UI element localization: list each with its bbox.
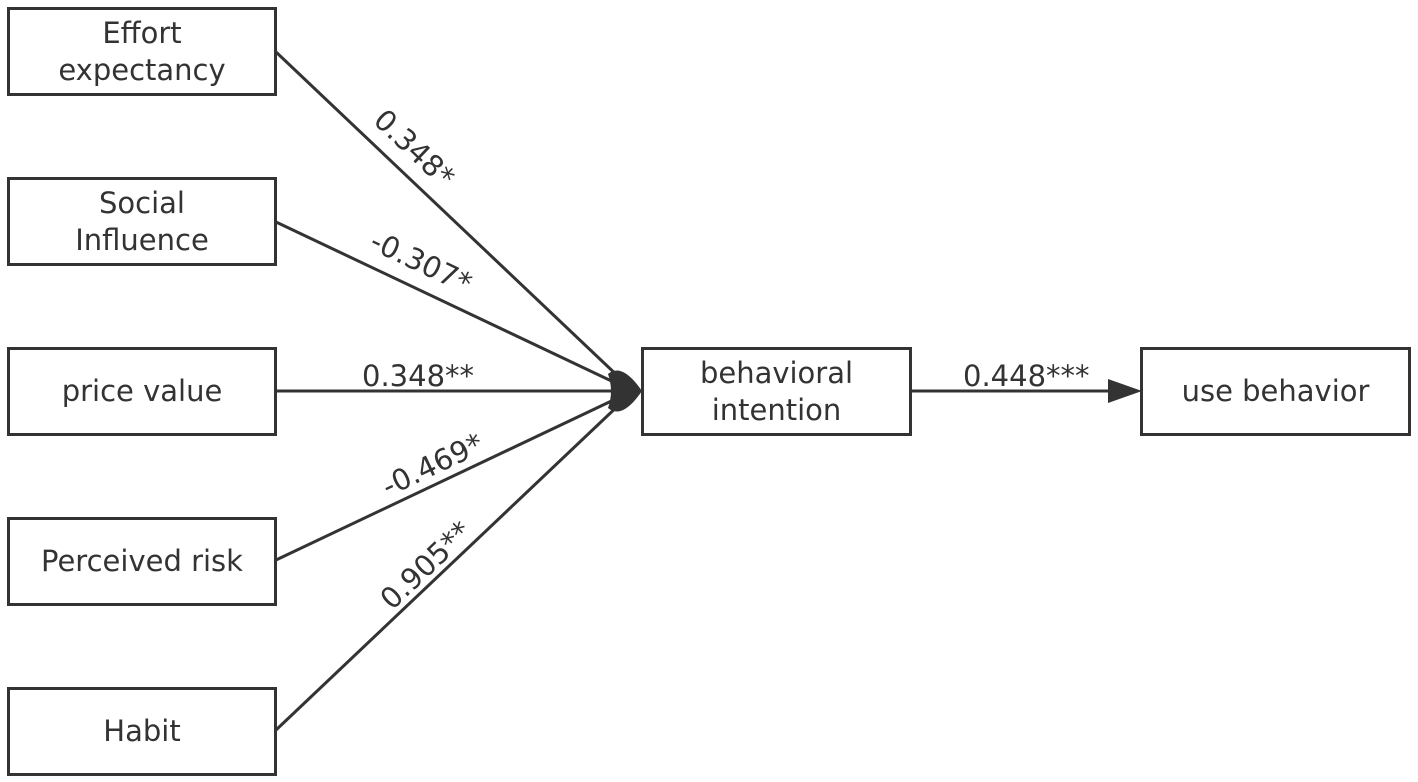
node-label-line: Social bbox=[99, 185, 185, 220]
node-label-line: Habit bbox=[103, 714, 181, 748]
node-label-line: price value bbox=[61, 374, 223, 408]
node-label-line: Effort bbox=[102, 15, 182, 50]
arrow-risk-to-intention bbox=[275, 394, 623, 562]
coef-risk: -0.469* bbox=[376, 426, 488, 503]
node-label-line: Influence bbox=[75, 222, 209, 257]
node-price-value: price value bbox=[7, 347, 277, 436]
arrow-effort-to-intention bbox=[274, 50, 624, 382]
node-perceived-risk: Perceived risk bbox=[7, 517, 277, 606]
node-effort-expectancy: Effort expectancy bbox=[7, 7, 277, 96]
arrowhead-icon bbox=[1108, 379, 1142, 403]
node-behavioral-intention: behavioral intention bbox=[641, 347, 912, 436]
node-habit: Habit bbox=[7, 687, 277, 776]
coef-intention-use: 0.448*** bbox=[963, 359, 1090, 393]
coef-social: -0.307* bbox=[365, 224, 477, 301]
node-label-line: Perceived risk bbox=[41, 544, 243, 578]
coef-effort: 0.348* bbox=[367, 102, 461, 194]
coef-habit: 0.905** bbox=[373, 514, 478, 616]
node-label-line: intention bbox=[711, 392, 842, 427]
arrow-social-to-intention bbox=[275, 220, 623, 388]
node-use-behavior: use behavior bbox=[1140, 347, 1411, 436]
arrow-habit-to-intention bbox=[274, 400, 624, 732]
coef-price: 0.348** bbox=[362, 359, 474, 393]
node-label-line: use behavior bbox=[1181, 374, 1370, 408]
merged-arrowhead-icon bbox=[608, 370, 642, 412]
node-social-influence: Social Influence bbox=[7, 177, 277, 266]
node-label-line: behavioral bbox=[699, 355, 854, 390]
node-label-line: expectancy bbox=[58, 52, 226, 87]
